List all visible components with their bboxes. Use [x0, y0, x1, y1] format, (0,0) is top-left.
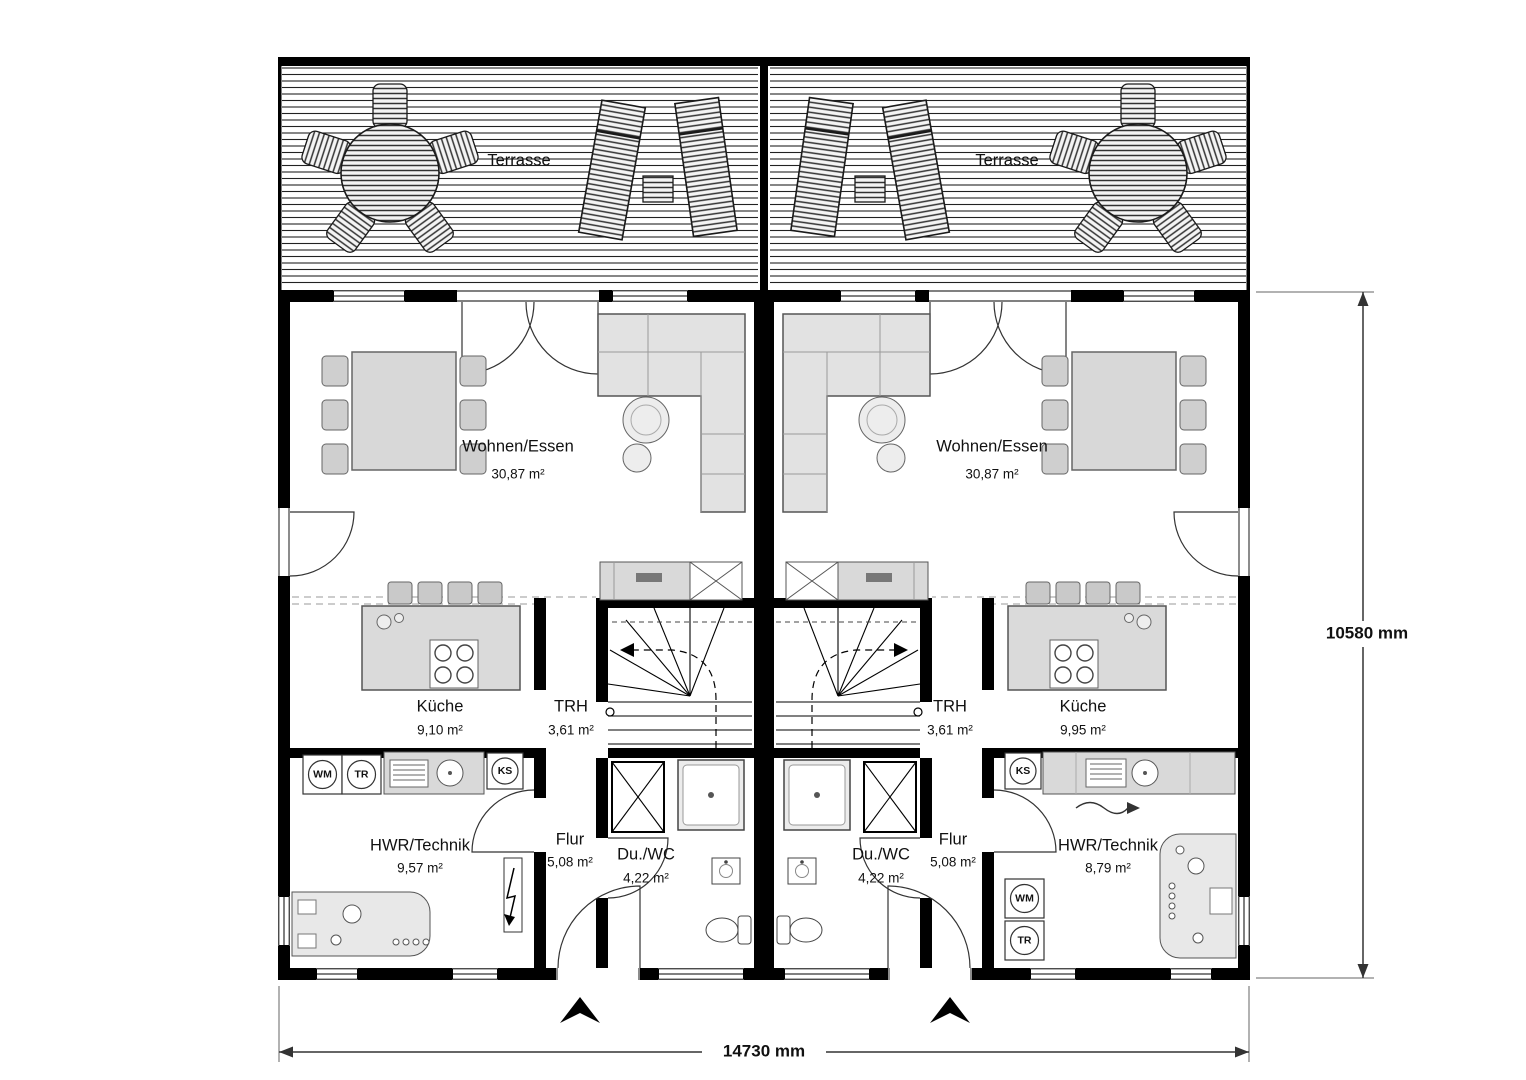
washer-icon	[1009, 883, 1040, 914]
kitchen-area-right: 9,95 m²	[1060, 723, 1106, 738]
living-area-left: 30,87 m²	[491, 467, 545, 482]
dimension-width	[278, 986, 1250, 1065]
terrace-divider	[760, 57, 768, 290]
dimension-height	[1256, 291, 1428, 979]
terrace-label-right: Terrasse	[975, 151, 1038, 169]
entrance-arrow-left	[560, 997, 600, 1023]
dryer-icon	[346, 759, 377, 790]
utility-area-right: 8,79 m²	[1085, 861, 1131, 876]
showerwc-area-left: 4,22 m²	[623, 871, 669, 886]
stove-icon	[1085, 758, 1127, 788]
utility-label-right: HWR/Technik	[1058, 836, 1159, 854]
utility-appliances-left	[291, 751, 524, 957]
showerwc-area-right: 4,22 m²	[858, 871, 904, 886]
fridge-icon	[491, 757, 519, 785]
kitchen-label-right: Küche	[1060, 697, 1107, 715]
staircase-area-right: 3,61 m²	[927, 723, 973, 738]
hall-label-right: Flur	[939, 830, 968, 848]
terrace-left-edge	[278, 57, 282, 290]
terrace-right-edge	[1246, 57, 1250, 290]
stove-icon	[389, 759, 429, 788]
living-area-right: 30,87 m²	[965, 467, 1019, 482]
staircase-label-right: TRH	[933, 697, 967, 715]
airflow-arrow-icon	[1075, 801, 1140, 815]
fridge-label-left: KS	[498, 765, 513, 777]
utility-label-left: HWR/Technik	[370, 836, 471, 854]
kitchen-area-left: 9,10 m²	[417, 723, 463, 738]
staircase-area-left: 3,61 m²	[548, 723, 594, 738]
hall-area-left: 5,08 m²	[547, 855, 593, 870]
fridge-label-right: KS	[1016, 765, 1031, 777]
washer-label-right: WM	[1015, 892, 1034, 904]
living-label-left: Wohnen/Essen	[462, 437, 574, 455]
entrance-arrow-right	[930, 997, 970, 1023]
washer-label-left: WM	[313, 768, 332, 780]
hall-label-left: Flur	[556, 830, 585, 848]
staircase-label-left: TRH	[554, 697, 588, 715]
fridge-icon	[1009, 757, 1037, 785]
showerwc-label-left: Du./WC	[617, 845, 675, 863]
kitchen-label-left: Küche	[417, 697, 464, 715]
showerwc-label-right: Du./WC	[852, 845, 910, 863]
electrical-panel-icon	[503, 857, 523, 933]
dryer-icon	[1009, 925, 1040, 956]
technik-unit-icon	[1159, 833, 1237, 959]
living-label-right: Wohnen/Essen	[936, 437, 1048, 455]
utility-area-left: 9,57 m²	[397, 861, 443, 876]
washer-icon	[307, 759, 338, 790]
terrace-label-left: Terrasse	[487, 151, 550, 169]
utility-appliances-right	[1004, 751, 1237, 961]
party-wall	[754, 290, 774, 980]
labels: Terrasse Wohnen/Essen 30,87 m² Küche 9,1…	[313, 151, 1408, 1060]
hall-area-right: 5,08 m²	[930, 855, 976, 870]
dimension-height-label: 10580 mm	[1326, 623, 1408, 642]
dryer-label-left: TR	[355, 768, 369, 780]
dimension-width-label: 14730 mm	[723, 1041, 805, 1060]
dryer-label-right: TR	[1018, 934, 1032, 946]
technik-unit-icon	[291, 891, 431, 957]
